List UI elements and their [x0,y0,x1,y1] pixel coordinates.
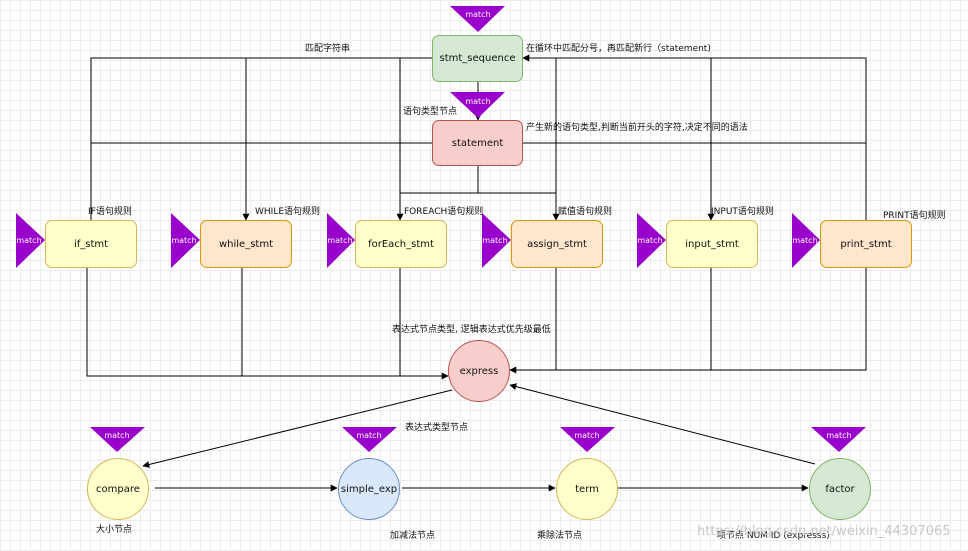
label-simple-desc: 加减法节点 [390,531,436,541]
node-simple-exp[interactable]: simple_exp [338,458,400,520]
match-marker-text: match [637,236,662,245]
match-marker-simple-exp: match [342,427,397,452]
match-marker-text: match [465,10,490,19]
match-marker-compare: match [90,427,145,452]
match-marker-print: match [792,213,820,268]
match-marker-text: match [792,236,817,245]
match-markers-top: match match match match match match [90,6,866,452]
label-factor-desc: 项节点 NUM ID (expresss) [717,531,830,541]
watermark-url: https://blog.csdn.net/weixin_44307065 [697,524,951,539]
label-assign-rule: 赋值语句规则 [558,207,613,217]
match-marker-text: match [171,236,196,245]
node-print-stmt[interactable]: print_stmt [820,220,912,268]
match-marker-text: match [327,236,352,245]
node-express[interactable]: express [448,340,510,402]
match-marker-factor: match [811,427,866,452]
label-statement-type: 语句类型节点 [403,107,458,117]
node-while-stmt[interactable]: while_stmt [200,220,292,268]
label-term-desc: 乘除法节点 [537,531,583,541]
node-foreach-stmt[interactable]: forEach_stmt [355,220,447,268]
match-marker-foreach: match [327,213,355,268]
match-markers-side: match match match match match match [16,213,820,268]
node-statement[interactable]: statement [432,120,523,166]
label-match-string: 匹配字符串 [305,44,351,54]
node-factor[interactable]: factor [809,458,871,520]
label-if-rule: IF语句规则 [88,207,132,217]
label-input-rule: INPUT语句规则 [711,207,774,217]
match-marker-text: match [16,236,41,245]
match-marker-stmt-sequence: match [450,6,505,32]
match-marker-text: match [465,97,490,106]
match-marker-text: match [356,431,381,440]
label-statement-desc: 产生新的语句类型,判断当前开头的字符,决定不同的语法 [526,123,748,133]
match-marker-statement: match [450,92,505,118]
statement-connectors [90,142,866,220]
label-expr-type: 表达式类型节点 [405,423,469,433]
top-connectors [90,54,867,221]
match-marker-term: match [560,427,615,452]
match-marker-assign: match [482,213,511,268]
node-assign-stmt[interactable]: assign_stmt [511,220,603,268]
match-marker-text: match [574,431,599,440]
node-if-stmt[interactable]: if_stmt [45,220,137,268]
node-term[interactable]: term [556,458,618,520]
match-marker-while: match [171,213,200,268]
label-print-rule: PRINT语句规则 [883,211,946,221]
label-foreach-rule: FOREACH语句规则 [404,207,484,217]
label-compare-desc: 大小节点 [96,525,133,535]
match-marker-if: match [16,213,45,268]
label-while-rule: WHILE语句规则 [255,207,321,217]
node-compare[interactable]: compare [87,458,149,520]
match-marker-text: match [104,431,129,440]
match-marker-text: match [482,236,507,245]
express-connectors [86,268,867,380]
expression-connectors [142,383,816,492]
node-input-stmt[interactable]: input_stmt [666,220,758,268]
node-stmt-sequence[interactable]: stmt_sequence [432,35,523,82]
match-marker-text: match [826,431,851,440]
match-marker-input: match [637,213,666,268]
label-loop-match: 在循环中匹配分号，再匹配新行（statement) [526,44,711,54]
label-express-desc: 表达式节点类型, 逻辑表达式优先级最低 [392,325,551,335]
